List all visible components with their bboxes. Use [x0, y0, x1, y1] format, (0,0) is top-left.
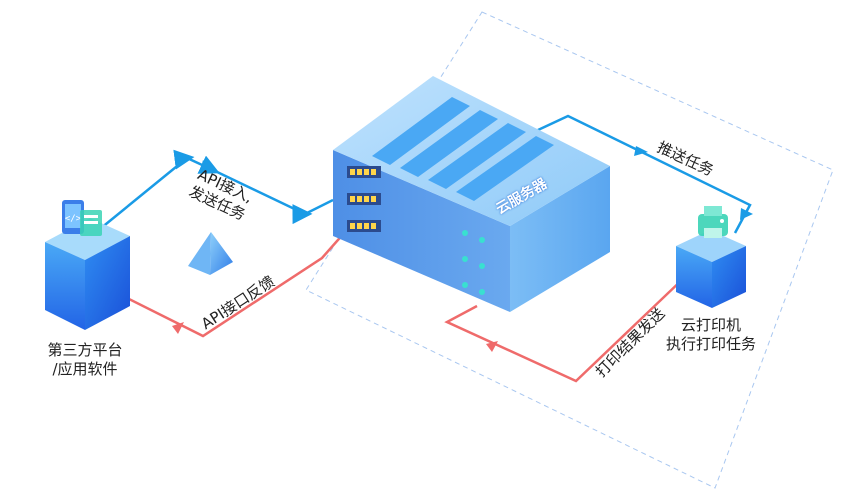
api-in-arrowhead [200, 160, 214, 171]
svg-text:</>: </> [65, 214, 82, 224]
feedback-arrowhead [172, 322, 184, 334]
feedback-arrow [112, 231, 346, 338]
platform-cube [45, 218, 130, 330]
push-task-arrowhead-2 [740, 208, 753, 220]
push-task-arrow [537, 114, 752, 234]
code-app-icon: </> [62, 200, 102, 236]
platform-label: 第三方平台 /应用软件 [47, 341, 123, 378]
printer-cube [676, 230, 746, 308]
cloud-server [333, 76, 610, 312]
result-arrowhead [486, 341, 498, 352]
prism-icon [188, 232, 233, 275]
result-arrow [444, 275, 687, 383]
printer-label: 云打印机 执行打印任务 [665, 316, 756, 353]
push-task-arrowhead-1 [634, 146, 648, 156]
printer-icon [698, 206, 728, 238]
